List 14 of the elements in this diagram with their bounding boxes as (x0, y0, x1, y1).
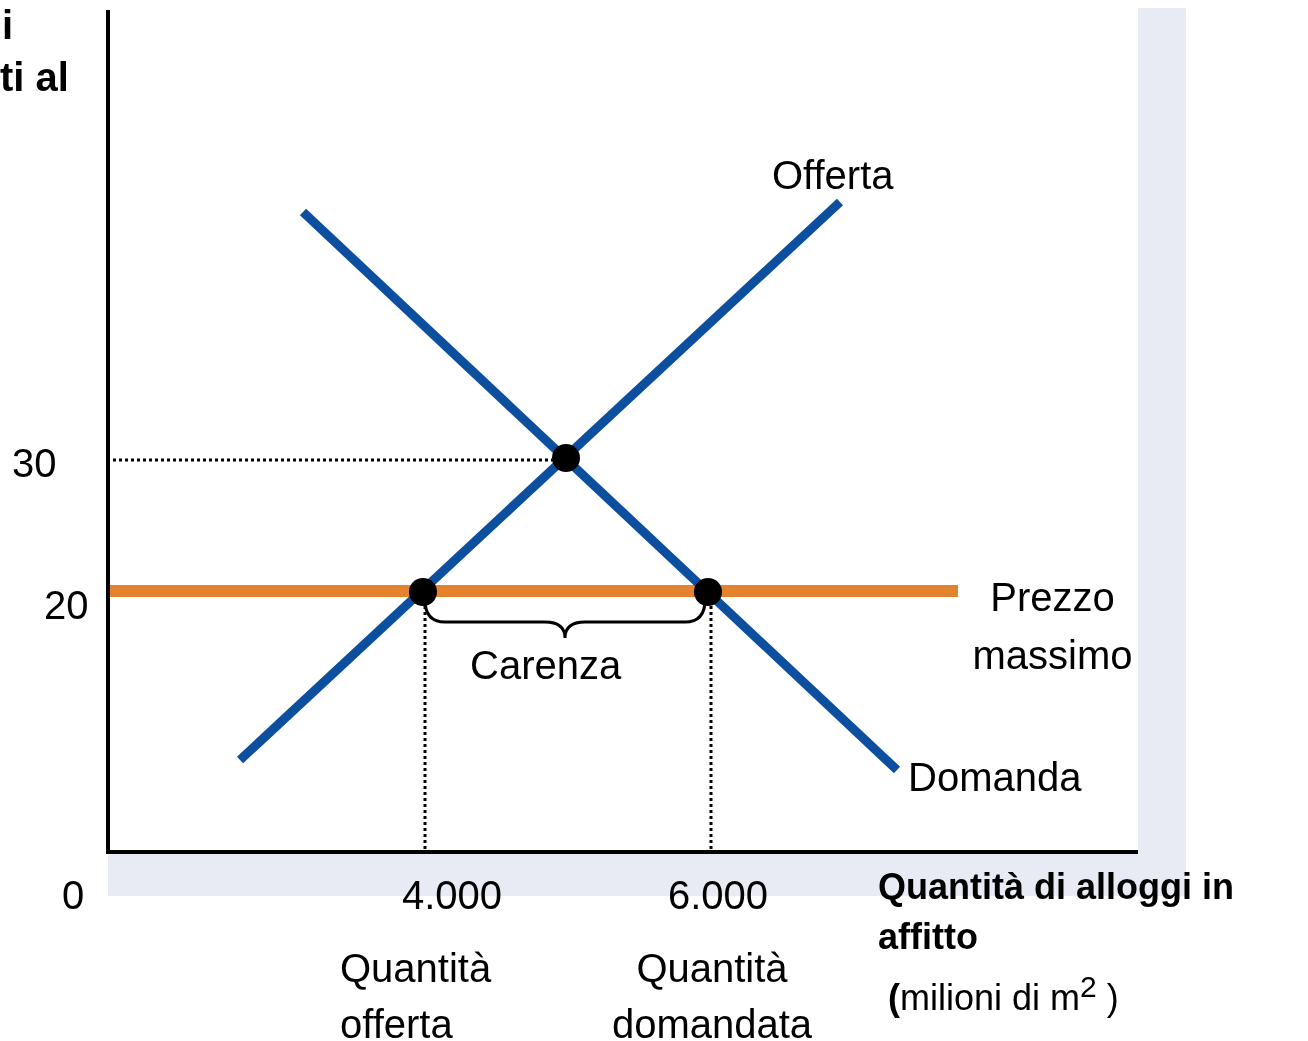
bracket-label: Carenza (470, 642, 622, 689)
tick-caption: Quantità domandata (610, 945, 814, 1041)
tick-caption: Quantità offerta (340, 945, 493, 1041)
axis-title: i (2, 2, 14, 49)
tick-label: 0 (62, 872, 85, 919)
curve-label: Offerta (772, 152, 894, 199)
axis-unit: (milioni di m$^{2}$ ) (888, 969, 1119, 1020)
tick-label: 4.000 (402, 872, 503, 919)
curve-label: Domanda (908, 754, 1082, 801)
line-label: Prezzo massimo (971, 574, 1134, 679)
tick-label: 20 (44, 582, 89, 629)
tick-label: 30 (12, 440, 57, 487)
axis-title: ti al (0, 54, 69, 101)
tick-label: 6.000 (668, 872, 769, 919)
